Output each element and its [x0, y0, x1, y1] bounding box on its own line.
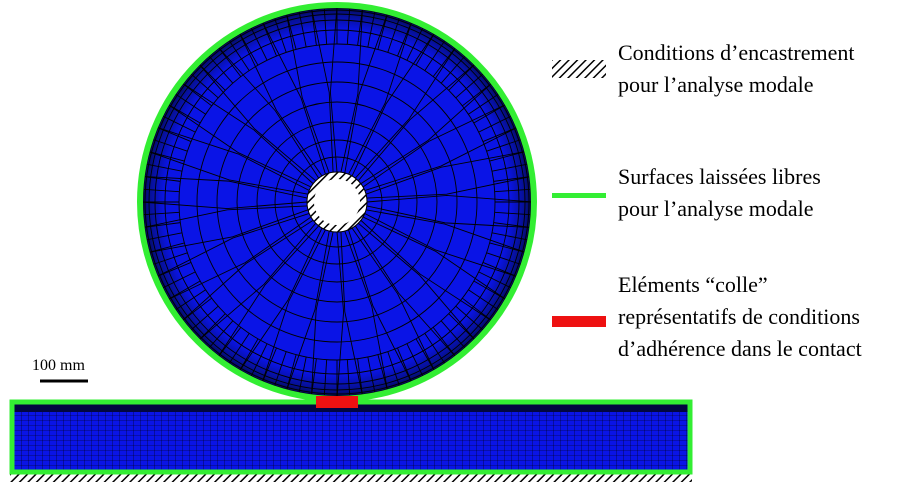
legend-glue-line1: Eléments “colle”: [618, 272, 768, 297]
rail-block: [9, 399, 693, 475]
legend-fixed-text: Conditions d’encastrement pour l’analyse…: [618, 37, 854, 101]
legend-glue-text: Eléments “colle” représentatifs de condi…: [618, 269, 862, 365]
legend-green-line-icon: [552, 193, 606, 198]
ground-clamp-hatch: [10, 472, 692, 482]
legend-free-text: Surfaces laissées libres pour l’analyse …: [618, 161, 821, 225]
legend-free-line2: pour l’analyse modale: [618, 196, 814, 221]
legend-fixed-line2: pour l’analyse modale: [618, 72, 814, 97]
legend-fixed-line1: Conditions d’encastrement: [618, 40, 855, 65]
wheel-hub-hole: [314, 179, 360, 225]
legend-glue-line3: d’adhérence dans le contact: [618, 336, 862, 361]
legend-glue-line2: représentatifs de conditions: [618, 304, 860, 329]
legend-red-bar-icon: [552, 316, 606, 327]
glue-elements-contact: [316, 396, 358, 408]
legend-hatch-icon: [552, 60, 606, 78]
legend-free-line1: Surfaces laissées libres: [618, 164, 821, 189]
wheel-mesh: [137, 2, 537, 402]
scale-bar-label: 100 mm: [32, 357, 85, 374]
